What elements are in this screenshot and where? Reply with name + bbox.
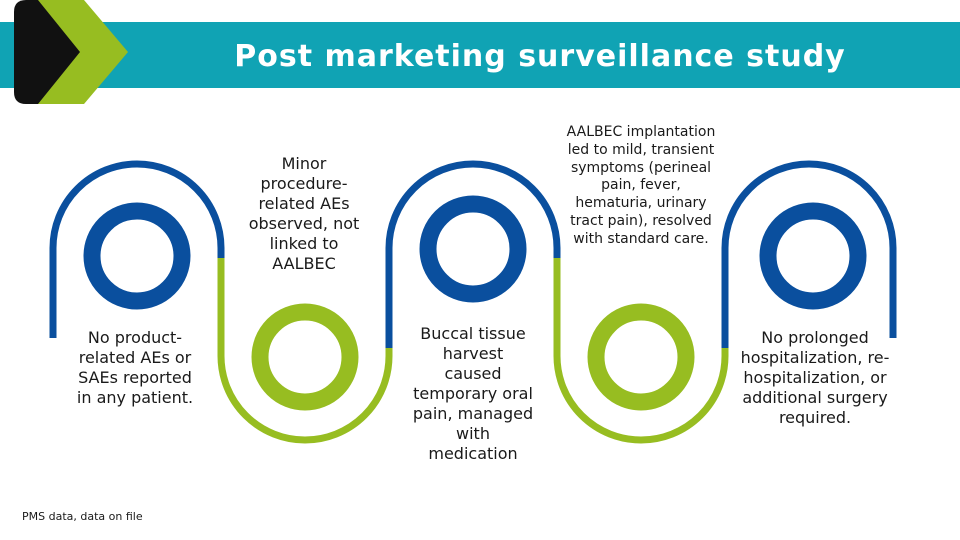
step-4-text: AALBEC implantation led to mild, transie… — [566, 124, 716, 247]
footnote: PMS data, data on file — [22, 510, 143, 523]
ring-step-1 — [83, 202, 191, 310]
ring-step-3 — [419, 195, 527, 303]
step-2-text: Minor procedure-related AEs observed, no… — [248, 154, 360, 273]
arc-step-4 — [553, 258, 729, 444]
page-title: Post marketing surveillance study — [234, 39, 846, 74]
ring-step-2 — [251, 303, 359, 411]
arc-step-3 — [385, 160, 561, 348]
arc-step-5 — [721, 160, 897, 348]
ring-step-5 — [759, 202, 867, 310]
chevron-logo-icon — [14, 0, 128, 104]
ring-step-4 — [587, 303, 695, 411]
step-1-text: No product-related AEs or SAEs reported … — [76, 328, 194, 407]
arc-step-2 — [217, 258, 393, 444]
step-3-text: Buccal tissue harvest caused temporary o… — [412, 324, 534, 463]
arc-step-1 — [49, 160, 225, 338]
title-banner — [0, 22, 960, 88]
step-5-text: No prolonged hospitalization, re-hospita… — [740, 328, 890, 427]
